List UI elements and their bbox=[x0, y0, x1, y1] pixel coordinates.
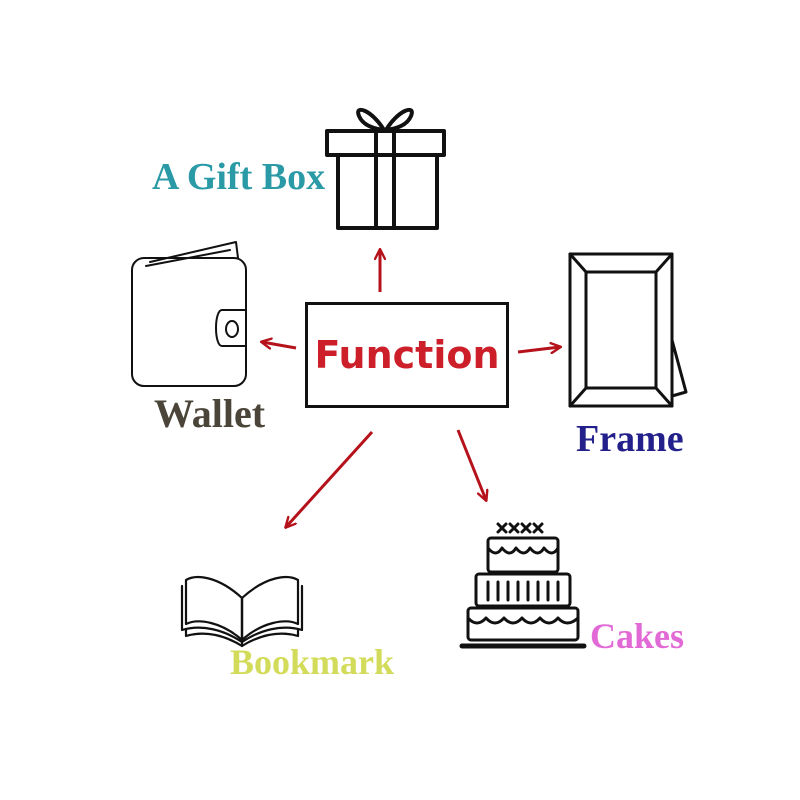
wallet-label: Wallet bbox=[154, 391, 266, 436]
gift-box-icon bbox=[325, 107, 446, 230]
open-book-icon bbox=[180, 576, 304, 648]
arrow-to-bookmark bbox=[286, 430, 374, 527]
arrow-to-wallet bbox=[262, 342, 297, 348]
arrow-to-cakes bbox=[456, 429, 486, 500]
wallet-icon bbox=[131, 241, 247, 387]
cake-icon bbox=[459, 522, 587, 649]
bookmark-label: Bookmark bbox=[230, 642, 395, 682]
frame-label: Frame bbox=[576, 418, 684, 460]
function-label: Function bbox=[314, 333, 500, 377]
picture-frame-icon bbox=[568, 252, 688, 408]
cakes-label: Cakes bbox=[590, 616, 685, 656]
arrow-to-frame bbox=[517, 347, 560, 352]
gift-box-label: A Gift Box bbox=[152, 156, 326, 198]
function-box: Function bbox=[305, 302, 509, 408]
